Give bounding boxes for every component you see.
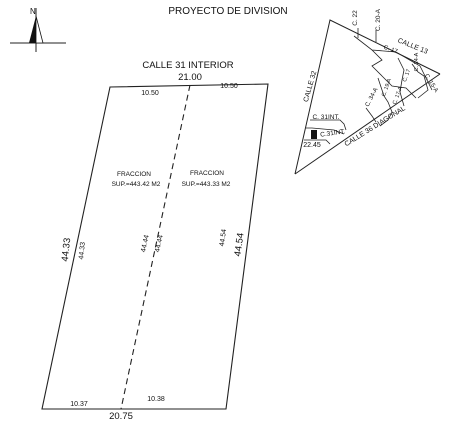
right-outer-dim: 44.54 — [232, 232, 246, 257]
left-inner-dim: 44.33 — [78, 242, 87, 260]
division-line — [120, 84, 191, 410]
street-c19a: C. 19-A — [381, 78, 393, 98]
street-c24a-top: C. 24-A — [414, 52, 420, 71]
street-calle13: CALLE 13 — [396, 37, 428, 55]
fraction-1-area: SUP.=443.42 M2 — [112, 181, 161, 188]
north-arrow-icon: N — [10, 7, 66, 52]
bottom-total-dim: 20.75 — [109, 411, 133, 422]
street-calle36-diagonal: CALLE 36 DIAGONAL — [344, 105, 407, 148]
lot-outline — [41, 83, 269, 410]
bottom-left-dim: 10.37 — [70, 401, 88, 408]
top-right-dim: 10.50 — [220, 83, 238, 90]
street-c31int-top: C. 31INT. — [312, 114, 339, 121]
fraction-2-area: SUP.=443.33 M2 — [182, 181, 231, 188]
street-c17: C. 17 — [383, 45, 399, 56]
street-c22: C. 22 — [352, 10, 359, 26]
street-c34a: C. 34-A — [365, 87, 380, 108]
street-calle32: CALLE 32 — [303, 70, 319, 103]
street-c17b: C. 17 — [402, 68, 412, 82]
street-c31int-bottom: C.31INT. — [320, 128, 346, 138]
right-inner-dim: 44.54 — [219, 229, 228, 247]
street-c17a: C. 17-A — [392, 86, 404, 106]
left-outer-dim: 44.33 — [60, 237, 73, 262]
center-left-dim: 44.44 — [140, 234, 151, 253]
center-right-dim: 44.44 — [154, 234, 165, 253]
bottom-right-dim: 10.38 — [147, 396, 165, 403]
fraction-2-name: FRACCION — [190, 170, 224, 177]
location-dim: 22.45 — [303, 142, 321, 149]
street-c20a: C. 20-A — [375, 8, 382, 31]
north-label: N — [30, 7, 36, 16]
lot-marker — [311, 130, 317, 139]
location-map: C. 22 C. 20-A CALLE 13 CALLE 32 C. 17 C.… — [294, 8, 441, 175]
plan-title: PROYECTO DE DIVISION — [168, 6, 287, 17]
top-left-dim: 10.50 — [141, 90, 159, 97]
street-top-label: CALLE 31 INTERIOR — [142, 60, 233, 71]
top-total-dim: 21.00 — [178, 72, 202, 83]
fraction-1-name: FRACCION — [117, 171, 151, 178]
